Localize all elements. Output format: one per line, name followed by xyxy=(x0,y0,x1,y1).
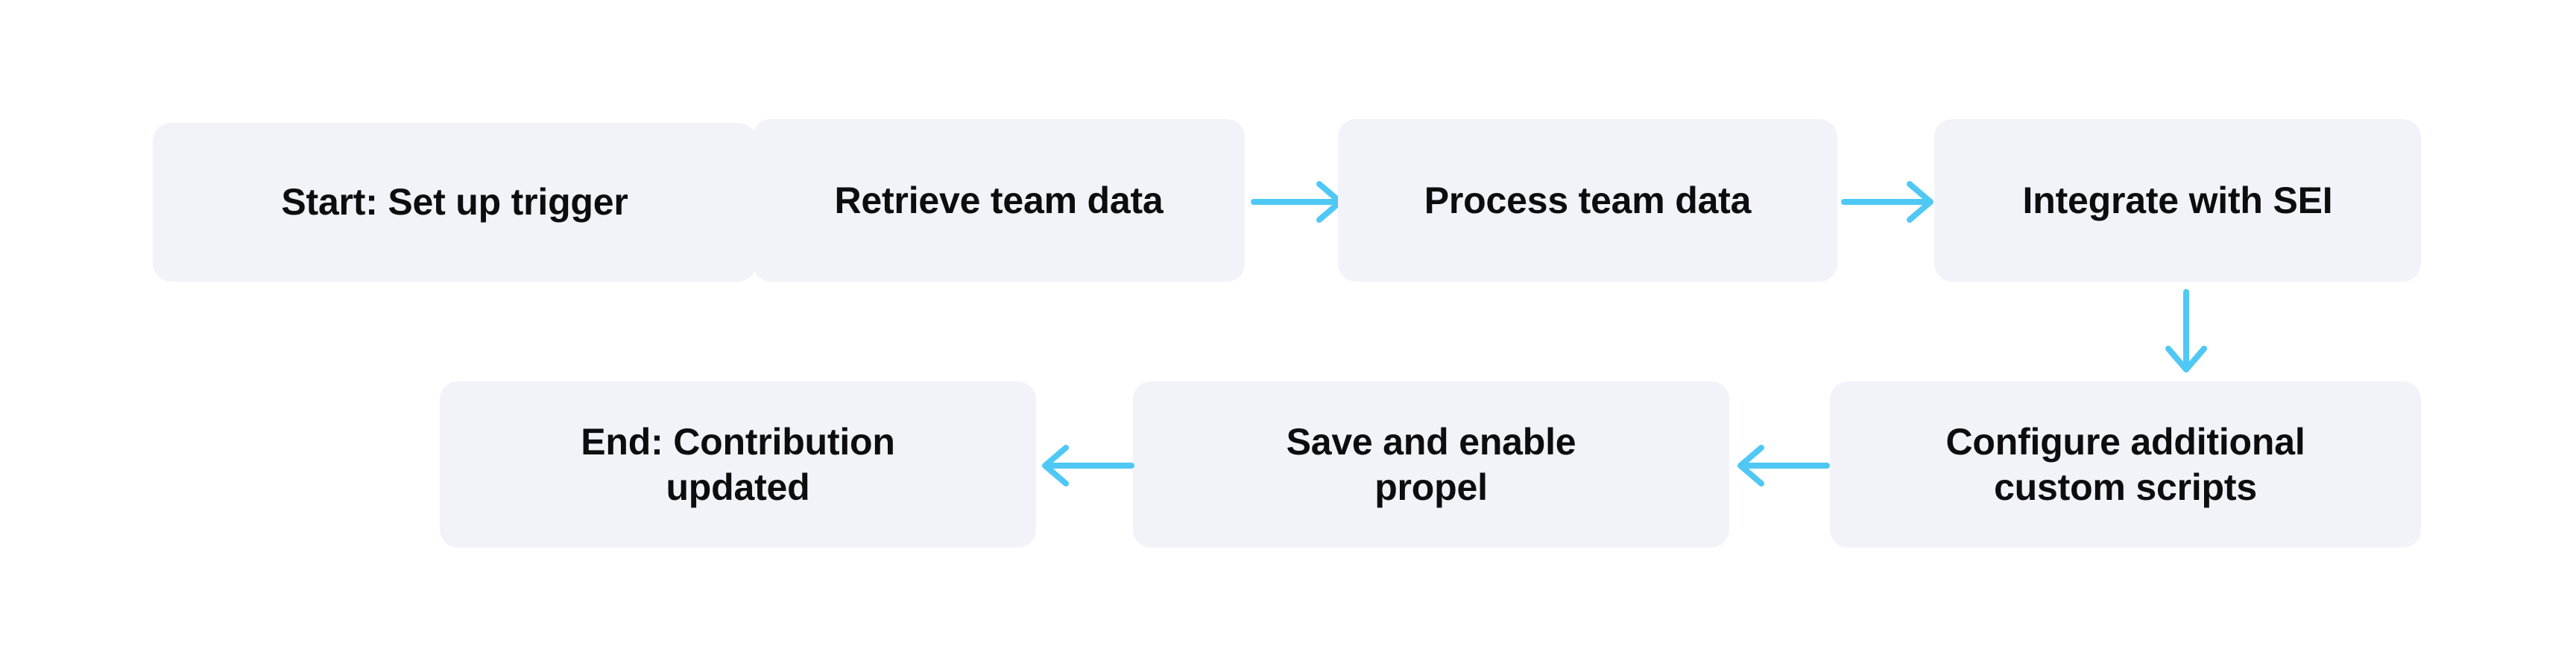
flow-node-label: Integrate with SEI xyxy=(2022,179,2333,221)
flow-node-configure-custom-scripts[interactable]: Configure additional custom scripts xyxy=(1830,381,2421,548)
flow-node-integrate-with-sei[interactable]: Integrate with SEI xyxy=(1934,119,2421,282)
flow-node-label: Configure additional custom scripts xyxy=(1945,420,2305,508)
flow-node-label: Save and enable propel xyxy=(1286,420,1576,508)
arrow-left-save-to-end xyxy=(1038,441,1134,490)
arrow-right-retrieve-to-process xyxy=(1251,177,1348,226)
flow-node-end-contribution-updated[interactable]: End: Contribution updated xyxy=(440,381,1036,548)
flow-node-label: End: Contribution updated xyxy=(581,420,895,508)
flow-node-label: Process team data xyxy=(1424,179,1752,221)
flow-node-save-and-enable-propel[interactable]: Save and enable propel xyxy=(1133,381,1729,548)
flow-node-process-team-data[interactable]: Process team data xyxy=(1338,119,1837,282)
arrow-right-process-to-integrate xyxy=(1841,177,1938,226)
flow-node-retrieve-team-data[interactable]: Retrieve team data xyxy=(753,119,1245,282)
flow-node-label: Start: Set up trigger xyxy=(281,181,628,223)
flow-node-start[interactable]: Start: Set up trigger xyxy=(153,123,757,282)
arrow-left-configure-to-save xyxy=(1733,441,1830,490)
flow-node-label: Retrieve team data xyxy=(834,179,1164,221)
arrow-down-integrate-to-configure xyxy=(2162,289,2211,377)
